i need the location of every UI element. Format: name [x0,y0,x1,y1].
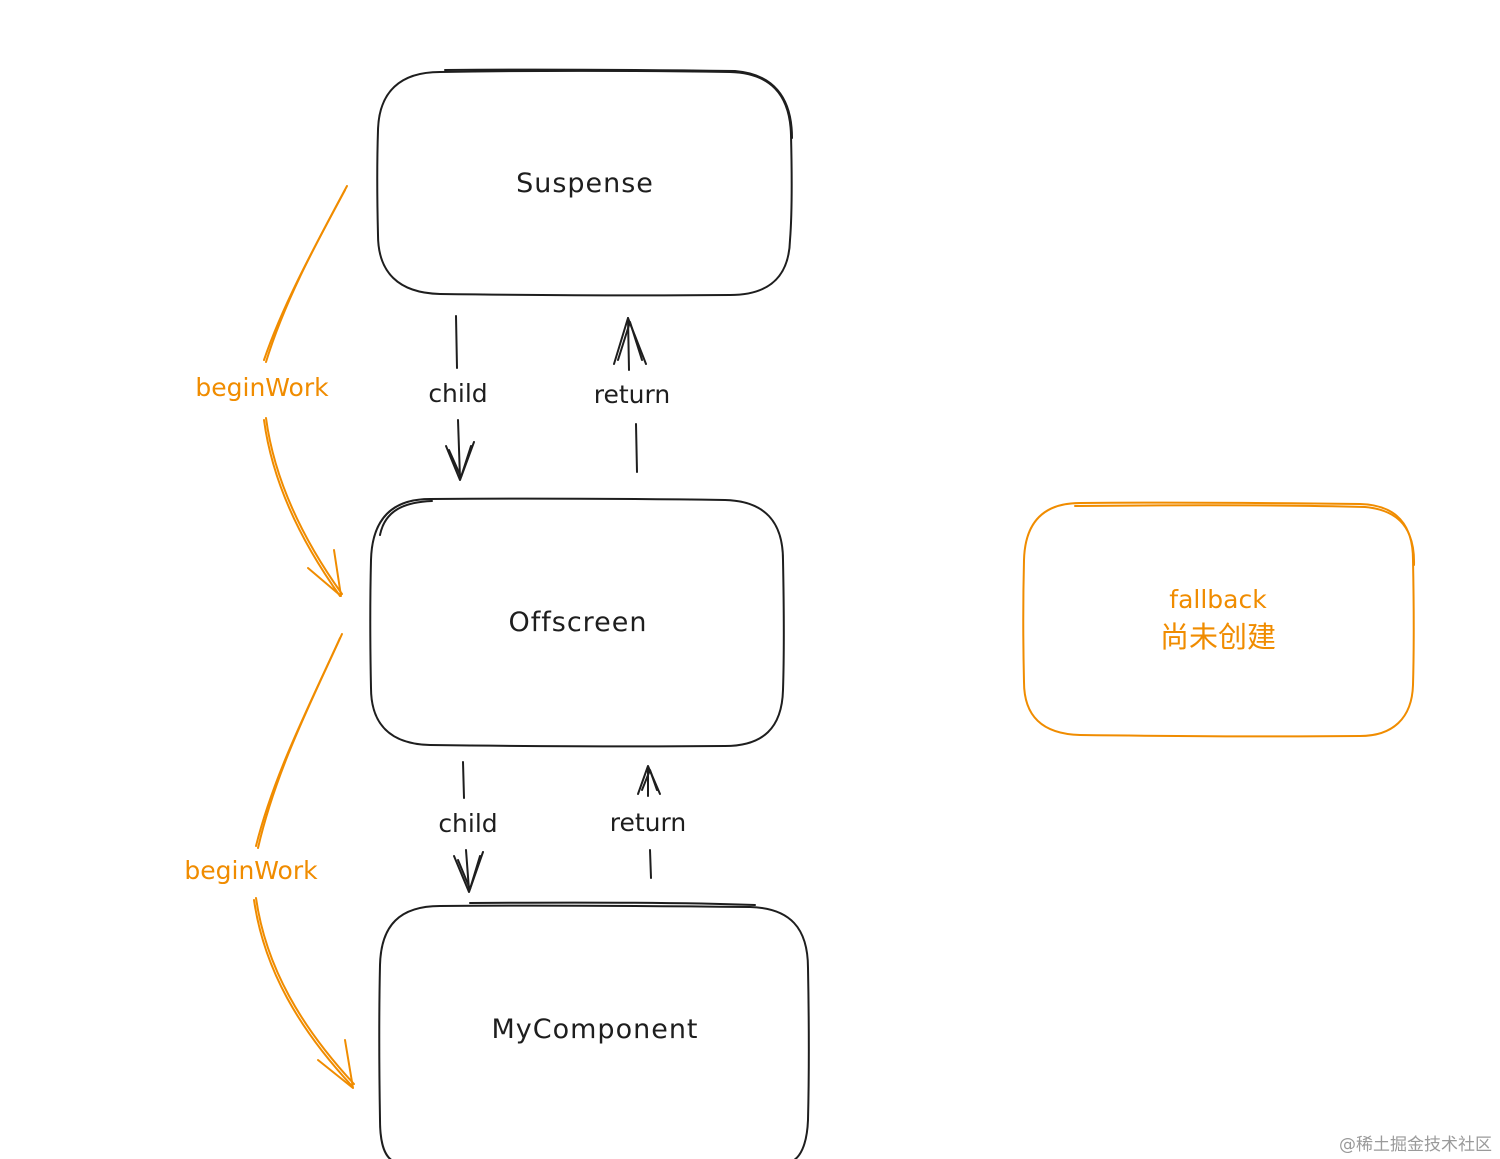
node-my-component-label: MyComponent [491,1014,698,1045]
edge-child-1: child [428,315,488,481]
edge-child-2: child [438,761,498,893]
edge-return-1-label: return [594,380,670,409]
node-offscreen[interactable]: Offscreen [369,497,785,748]
node-offscreen-label: Offscreen [508,607,647,638]
edge-return-1: return [594,317,670,473]
edge-child-2-label: child [438,809,497,838]
edge-begin-work-1: beginWork [195,185,348,597]
node-suspense[interactable]: Suspense [376,68,793,297]
edge-begin-work-2: beginWork [184,633,355,1089]
node-suspense-label: Suspense [516,168,654,199]
watermark: @稀土掘金技术社区 [1339,1135,1492,1155]
edge-return-2-label: return [610,808,686,837]
node-fallback[interactable]: fallback 尚未创建 [1022,501,1416,738]
edge-child-1-label: child [428,379,487,408]
node-fallback-title: fallback [1169,585,1267,614]
node-my-component[interactable]: MyComponent [378,901,810,1159]
node-fallback-status: 尚未创建 [1160,620,1276,654]
edge-return-2: return [610,765,686,879]
edge-begin-work-1-label: beginWork [195,373,329,402]
edge-begin-work-2-label: beginWork [184,856,318,885]
